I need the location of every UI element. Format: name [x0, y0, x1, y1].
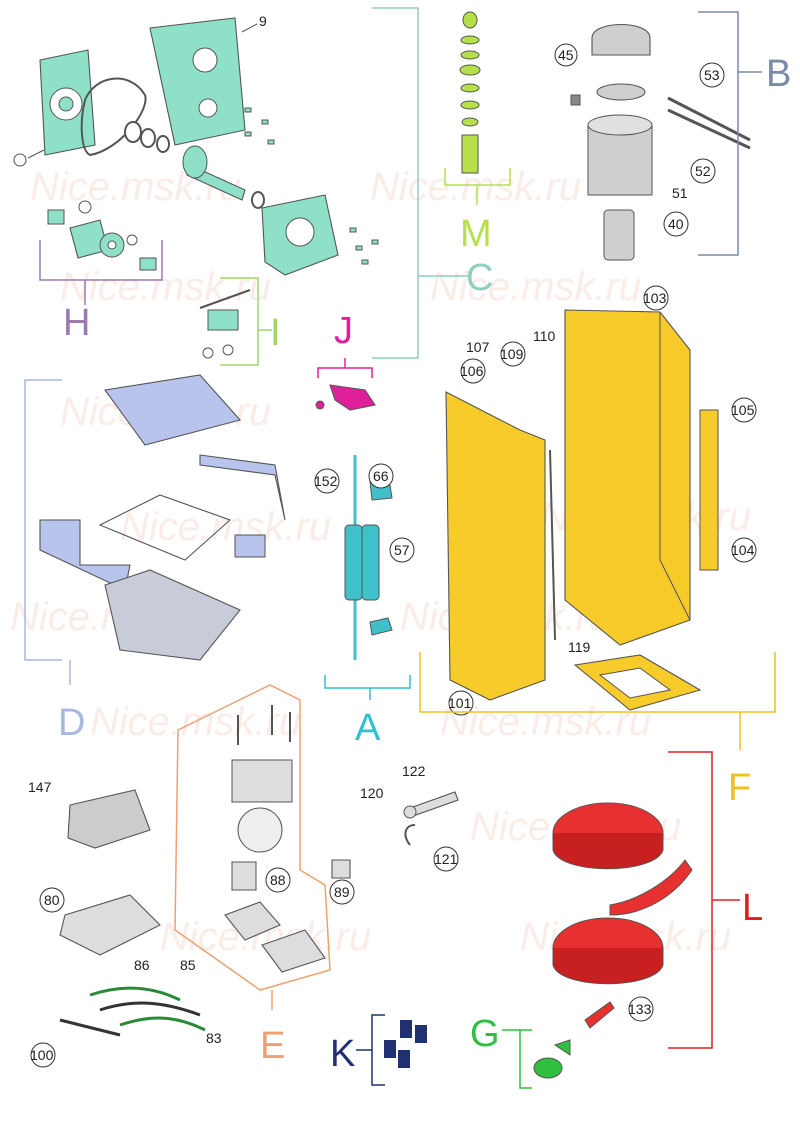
part-label: 147: [28, 779, 52, 795]
watermark: Nice.msk.ru: [120, 505, 331, 549]
group-e-electronics: E 88 89: [174, 684, 355, 1067]
part-label: 52: [695, 163, 711, 179]
lower-cover: [104, 569, 241, 661]
motor-cap: [591, 23, 651, 56]
group-label-f: F: [728, 767, 751, 809]
group-label-j: J: [334, 310, 353, 352]
group-d-cover: D: [24, 374, 286, 744]
watermark: Nice.msk.ru: [440, 700, 651, 744]
part-label: 57: [394, 542, 410, 558]
group-label-c: C: [466, 257, 493, 299]
part-label: 105: [731, 402, 755, 418]
group-bracket: [324, 675, 411, 689]
part-label: 9: [259, 13, 267, 29]
group-c-gearbox: 9 C: [13, 7, 493, 359]
group-bracket: [668, 751, 713, 1049]
group-label-a: A: [355, 707, 381, 749]
column-body: [564, 309, 691, 646]
group-j-lever: J: [315, 310, 376, 411]
release-lever: [329, 384, 376, 411]
part-label: 122: [402, 763, 426, 779]
group-label-m: M: [460, 213, 492, 255]
group-bracket: [519, 1029, 532, 1089]
part-label: 45: [558, 47, 574, 63]
group-bracket: [419, 652, 776, 713]
part-label: 104: [731, 542, 755, 558]
part-label: 103: [643, 290, 667, 306]
watermark: Nice.msk.ru: [60, 265, 271, 309]
part-label: 51: [672, 185, 688, 201]
group-label-h: H: [63, 302, 90, 344]
control-board-housing: [67, 789, 151, 849]
part-label: 152: [314, 473, 338, 489]
part-label: 89: [334, 884, 350, 900]
group-bracket: [372, 7, 419, 359]
group-label-b: B: [766, 53, 791, 95]
part-label: 120: [360, 785, 384, 801]
seal-frame: [98, 494, 232, 561]
cables-and-brackets: 147 80 86 85 83 100: [28, 779, 222, 1068]
pin-assembly: 122 120 121: [360, 763, 459, 872]
part-label: 40: [668, 216, 684, 232]
group-label-k: K: [330, 1033, 355, 1075]
group-label-e: E: [260, 1025, 285, 1067]
part-label: 100: [30, 1047, 54, 1063]
part-label: 80: [44, 892, 60, 908]
group-bracket: [371, 1014, 385, 1086]
group-g: G: [470, 1013, 571, 1089]
part-label: 106: [460, 363, 484, 379]
part-label: 88: [270, 872, 286, 888]
group-bracket: [220, 277, 259, 366]
group-h-encoder: H: [39, 200, 163, 344]
part-label: 121: [434, 851, 458, 867]
group-b-motor: 45 53 52 51 40 B: [554, 11, 791, 261]
part-label: 119: [568, 639, 591, 655]
part-label: 83: [206, 1030, 222, 1046]
part-label: 109: [500, 346, 524, 362]
group-l-red-cap: 133 L: [552, 751, 763, 1049]
part-label: 101: [448, 695, 472, 711]
main-plate: [149, 17, 246, 146]
group-label-i: I: [270, 312, 281, 354]
part-label: 85: [180, 957, 196, 973]
group-label-g: G: [470, 1013, 500, 1055]
part-label: 53: [704, 67, 720, 83]
group-m-pinion: M: [444, 11, 511, 255]
group-a-springs: 152 66 57 A: [314, 455, 415, 749]
part-label: 66: [373, 468, 389, 484]
group-label-l: L: [742, 887, 763, 929]
group-bracket: [24, 379, 62, 661]
group-k: K: [330, 1014, 427, 1086]
front-door: [445, 391, 546, 701]
top-cover: [104, 374, 242, 446]
part-label: 133: [628, 1001, 652, 1017]
group-label-d: D: [58, 702, 85, 744]
group-bracket: [317, 367, 373, 378]
watermark: Nice.msk.ru: [430, 265, 641, 309]
part-label: 86: [134, 957, 150, 973]
watermark: Nice.msk.ru: [30, 165, 241, 209]
group-f-column: 103 107 109 110 106 105 104 119 101 F: [419, 285, 776, 809]
group-bracket: [174, 684, 331, 991]
group-bracket: [39, 240, 163, 281]
part-label: 110: [533, 328, 556, 344]
group-bracket: [698, 11, 739, 256]
gasket: [80, 77, 147, 157]
group-i-switch: I: [199, 277, 281, 366]
part-label: 107: [466, 339, 490, 355]
